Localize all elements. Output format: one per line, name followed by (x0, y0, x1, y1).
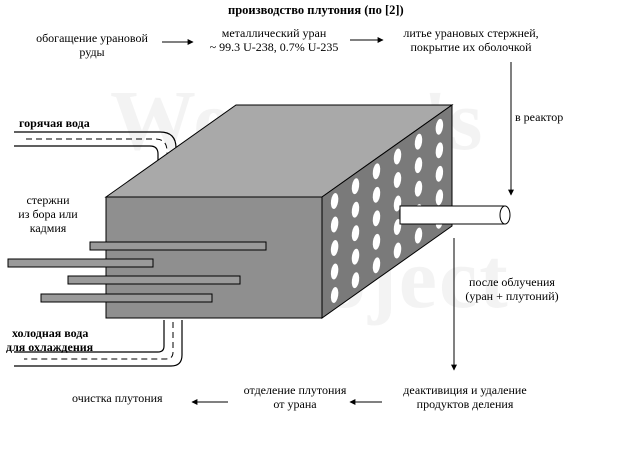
step-separation-line-1: отделение плутония (243, 383, 347, 397)
channel-hole-20 (351, 248, 360, 265)
channel-hole-15 (372, 210, 381, 227)
step-ore-line-1: обогащение урановой (36, 31, 148, 45)
channel-hole-14 (351, 225, 360, 242)
channel-hole-21 (372, 233, 381, 250)
channel-hole-12 (435, 142, 444, 159)
control-rod-3 (67, 275, 241, 285)
channel-hole-5 (414, 133, 423, 150)
channel-hole-13 (330, 240, 339, 256)
label-cold-water-line-1: холодная вода (12, 326, 89, 340)
channel-hole-6 (435, 118, 444, 135)
channel-hole-16 (393, 195, 402, 212)
step-separation-line-2: от урана (273, 397, 317, 411)
channel-hole-10 (393, 172, 402, 188)
label-cold-water-line-2: для охлаждения (6, 340, 94, 354)
step-metal-line-1: металлический уран (221, 26, 327, 40)
step-plutonium-separation: отделение плутония от урана (228, 383, 362, 411)
channel-hole-17 (414, 180, 423, 197)
control-rods (7, 241, 267, 303)
label-rods-line-1: стержни (26, 193, 70, 207)
step-plutonium-purification: очистка плутония (72, 391, 163, 405)
step-metallic-uranium: металлический уран ~ 99.3 U-238, 0.7% U-… (196, 26, 352, 54)
step-metal-line-2: ~ 99.3 U-238, 0.7% U-235 (209, 40, 339, 54)
step-deactivation-line-1: деактивиция и удаление (403, 383, 527, 397)
diagram-title: производство плутония (по [2]) (228, 3, 404, 17)
channel-hole-26 (351, 272, 360, 289)
channel-hole-24 (435, 189, 444, 206)
step-casting-line-2: покрытие их оболочкой (410, 40, 532, 54)
channel-hole-3 (372, 163, 381, 180)
fuel-rod (399, 205, 506, 225)
cold-water-pipe (14, 320, 183, 367)
control-rod-4 (40, 293, 213, 303)
label-rods-line-2: из бора или (18, 207, 78, 221)
channel-hole-22 (393, 219, 402, 235)
step-irradiation-line-2: (уран + плутоний) (465, 289, 559, 303)
channel-hole-25 (330, 287, 339, 303)
control-rod-1 (89, 241, 267, 251)
control-rod-2 (7, 258, 154, 268)
channel-hole-28 (393, 242, 402, 259)
step-ore-enrichment: обогащение урановой руды (22, 31, 162, 59)
label-control-rods: стержни из бора или кадмия (12, 193, 84, 235)
channel-hole-1 (330, 193, 339, 209)
cold-water-pipe-center (24, 322, 174, 360)
channel-hole-27 (372, 257, 381, 274)
step-rod-casting: литье урановых стержней, покрытие их обо… (386, 26, 556, 54)
channel-hole-29 (414, 227, 423, 244)
step-ore-line-2: руды (79, 45, 105, 59)
label-cold-water: холодная вода для охлаждения (6, 326, 93, 354)
channel-hole-8 (351, 201, 360, 218)
channel-hole-9 (372, 186, 381, 203)
step-deactivation: деактивиция и удаление продуктов деления (385, 383, 545, 411)
channel-hole-19 (330, 263, 339, 280)
fuel-rod-end (499, 205, 511, 225)
channel-hole-18 (435, 165, 444, 182)
label-hot-water: горячая вода (19, 116, 90, 130)
channel-hole-2 (351, 178, 360, 195)
label-rods-line-3: кадмия (29, 221, 67, 235)
step-after-irradiation: после облучения (уран + плутоний) (452, 275, 572, 303)
step-irradiation-line-1: после облучения (469, 275, 555, 289)
channel-hole-11 (414, 157, 423, 174)
channel-hole-7 (330, 216, 339, 233)
channel-hole-4 (393, 148, 402, 165)
step-to-reactor: в реактор (515, 110, 564, 124)
step-deactivation-line-2: продуктов деления (416, 397, 514, 411)
step-casting-line-1: литье урановых стержней, (403, 26, 539, 40)
